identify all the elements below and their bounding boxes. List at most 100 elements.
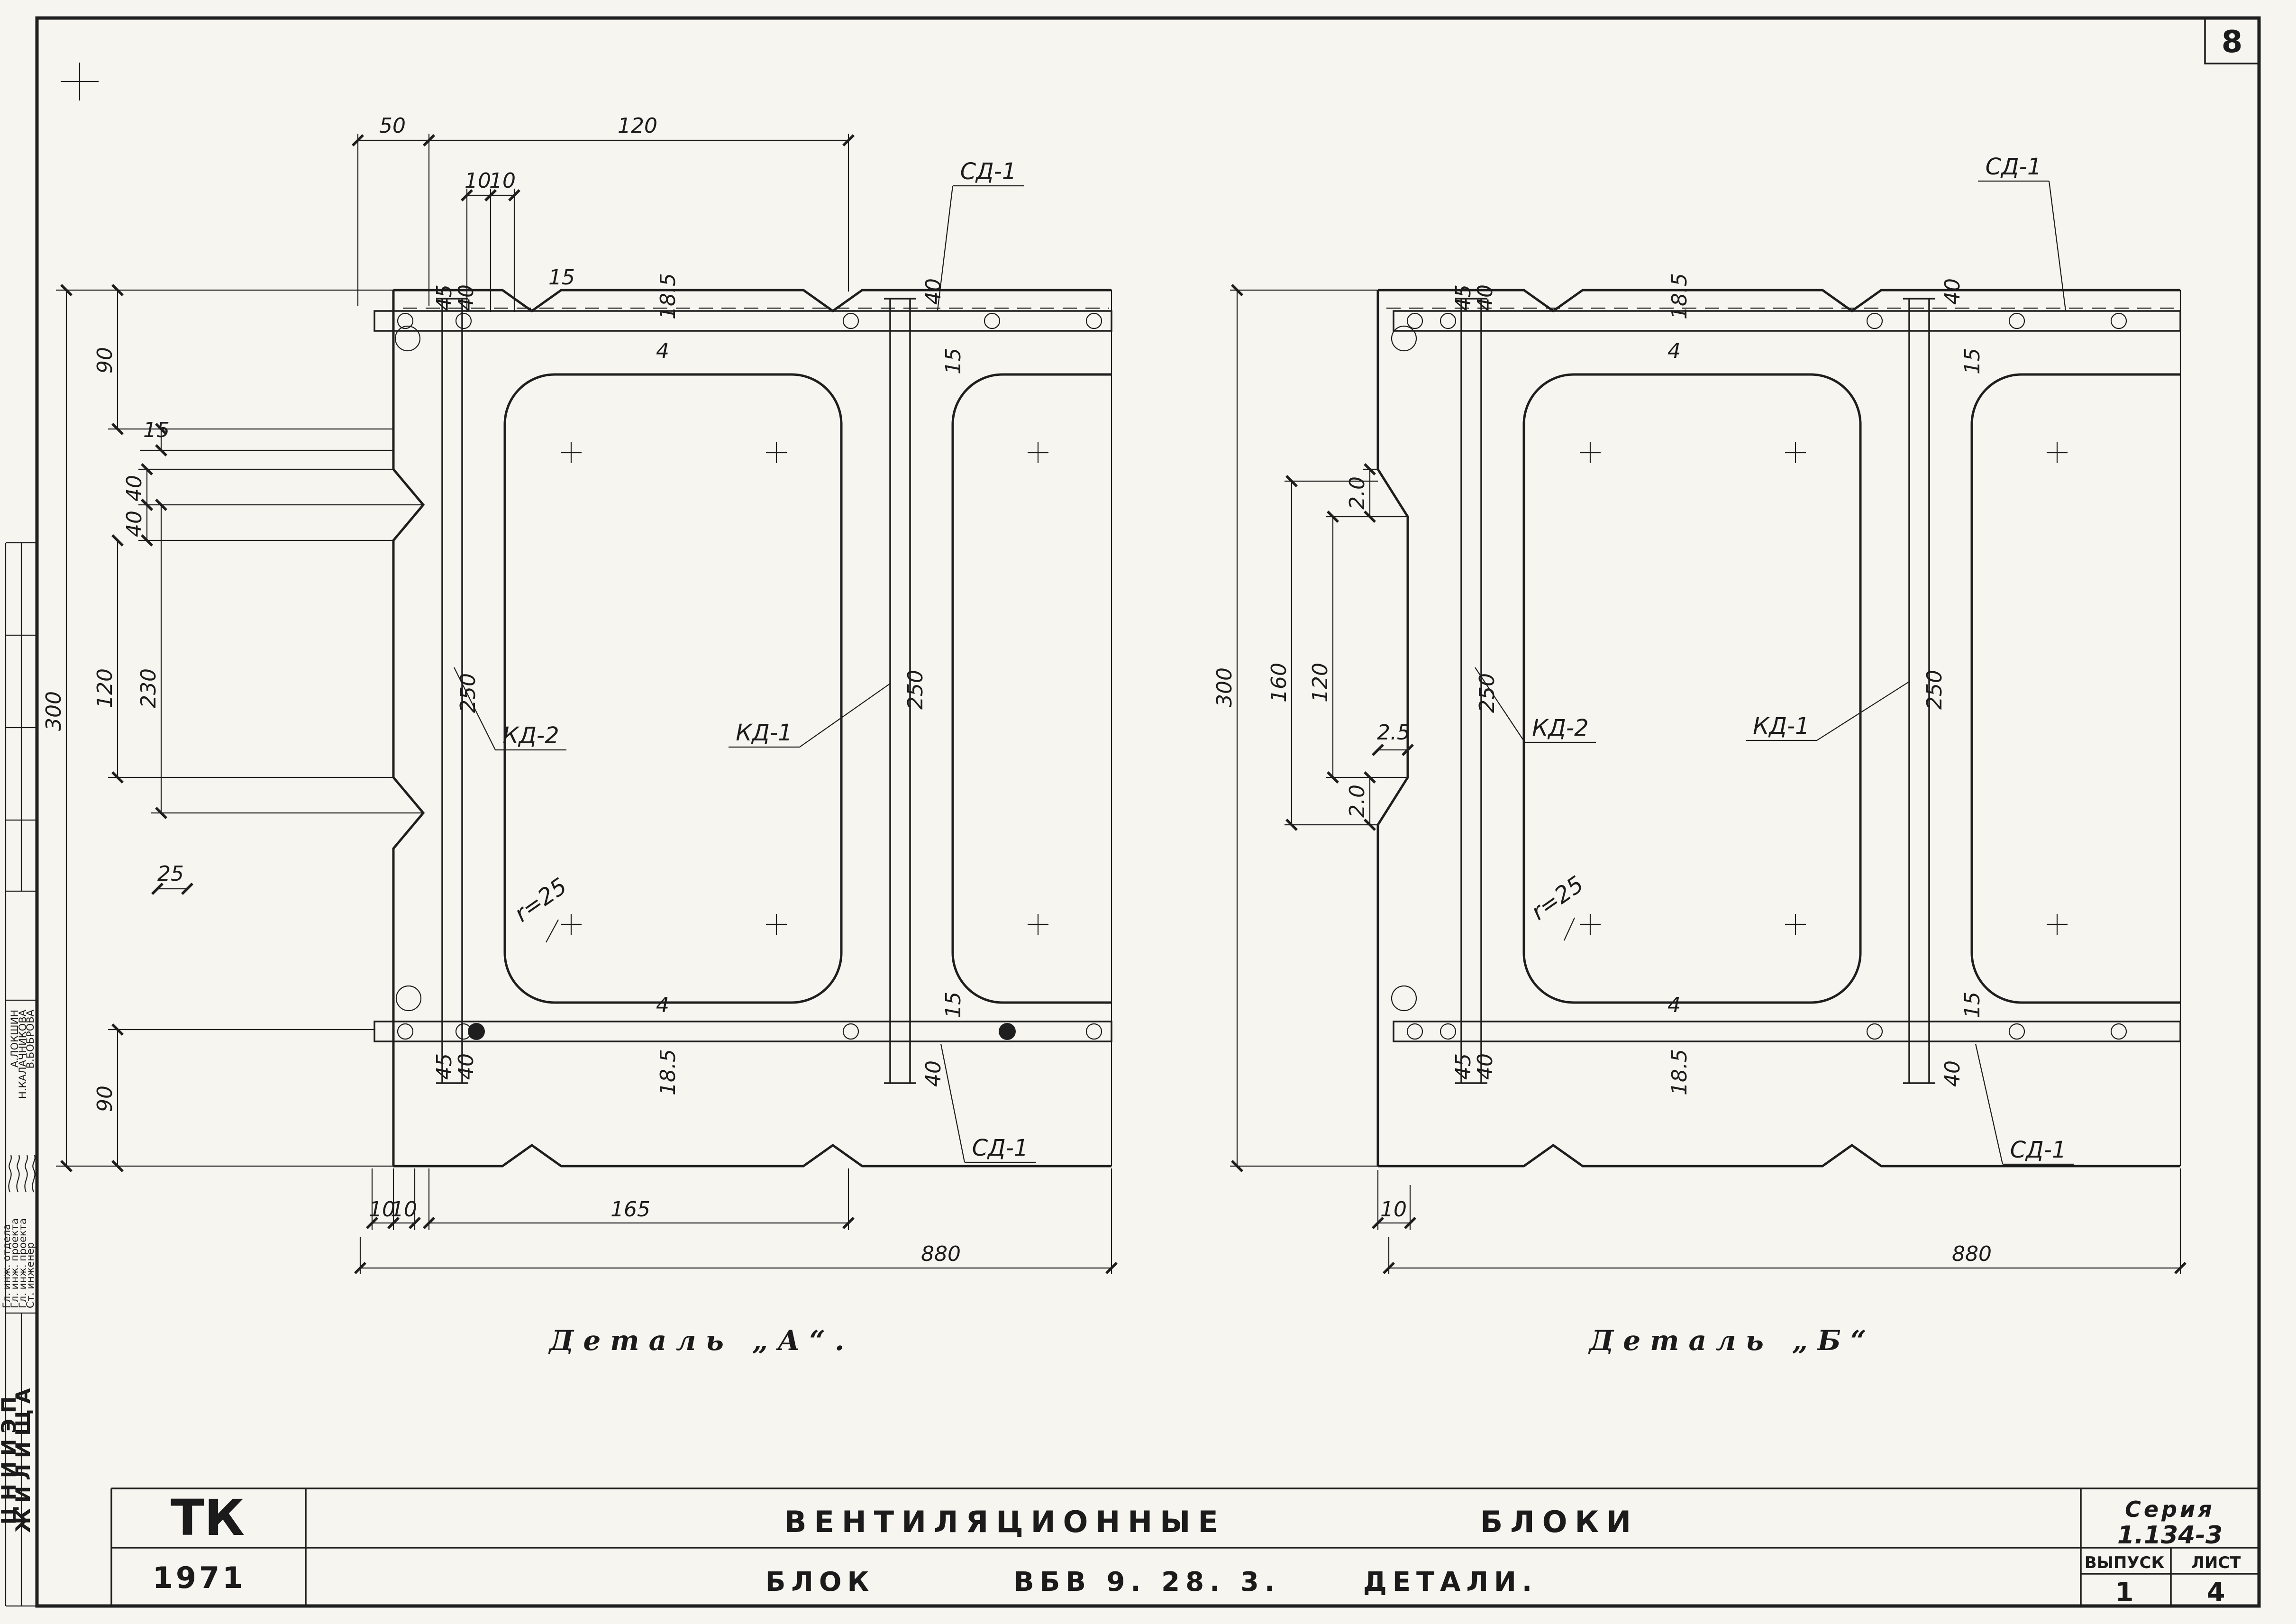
sheet-frame: [35, 16, 2261, 1608]
top-plate-sd1: [1393, 310, 2181, 332]
dimension-lines: [1231, 284, 2187, 1274]
dimension-text: 40: [921, 1060, 946, 1087]
dimension-text: 18.5: [656, 273, 680, 319]
signature-name: А.ЛОКШИН: [9, 1010, 20, 1067]
bar-kd1: [884, 298, 916, 1084]
weld-circle: [2008, 1023, 2025, 1040]
dimension-text: 18.5: [1667, 1049, 1692, 1095]
dimension-text: 10: [369, 1197, 395, 1222]
weld-circle: [1866, 312, 1883, 329]
series-value: 1.134-3: [2117, 1521, 2223, 1550]
drawing-title-word: БЛОКИ: [1480, 1505, 1639, 1539]
part-label: КД-2: [1532, 715, 1588, 741]
dimension-text: 40: [454, 284, 478, 311]
dimension-text: 90: [93, 1086, 117, 1112]
block-left-edge: [392, 290, 425, 1166]
vent-channel-opening: [503, 373, 843, 1004]
block-bottom-edge: [1378, 1143, 2180, 1168]
dimension-text: 10: [1380, 1197, 1407, 1222]
detail-b-caption: Деталь „Б“: [1588, 1324, 1876, 1357]
dimension-text: 15: [941, 992, 966, 1018]
vent-channel-opening: [951, 373, 1112, 1004]
dimension-text: 880: [1952, 1242, 1992, 1266]
dimension-text: 880: [921, 1242, 961, 1266]
bottom-plate-sd1: [374, 1021, 1112, 1042]
vent-channel-opening: [1522, 373, 1862, 1004]
org-code: ТК: [171, 1489, 245, 1547]
anchor-dot: [999, 1023, 1016, 1040]
dimension-text: 15: [1960, 992, 1985, 1018]
dimension-text: 300: [1212, 667, 1237, 707]
bottom-plate-sd1: [1393, 1021, 2181, 1042]
anchor-dot: [468, 1023, 485, 1040]
dimension-text: 10: [391, 1197, 417, 1222]
drawing-subtitle-word: ВБВ 9. 28. 3.: [1014, 1567, 1280, 1597]
block-top-edge: [1378, 289, 2180, 313]
weld-circle: [1085, 1023, 1102, 1040]
signature-role: Ст. инженер: [25, 1242, 36, 1308]
weld-circle: [1085, 312, 1102, 329]
dimension-text: 120: [618, 114, 657, 138]
weld-circle: [842, 312, 859, 329]
dimension-text: 45: [1451, 284, 1476, 311]
dimension-text: 160: [1267, 663, 1291, 703]
dimension-text: 90: [93, 347, 117, 374]
part-label: КД-1: [736, 720, 792, 746]
bar-kd2: [1455, 298, 1487, 1084]
leader-lines: [1475, 180, 2074, 1165]
border-frame: [35, 16, 2261, 1608]
dimension-text: 250: [456, 673, 480, 713]
dimension-text: 45: [432, 284, 456, 311]
dimension-text: 120: [1308, 663, 1332, 703]
page-number: 8: [2222, 25, 2243, 60]
weld-circle: [842, 1023, 859, 1040]
vent-channel-opening: [1970, 373, 2181, 1004]
dimension-text: 250: [903, 670, 928, 710]
bar-kd1: [1903, 298, 1935, 1084]
weld-flag-circle: [1391, 325, 1417, 352]
block-left-edge: [1376, 290, 1409, 1166]
title-block: ТК 1971 ВЕНТИЛЯЦИОННЫЕ БЛОКИ БЛОК ВБВ 9.…: [110, 1487, 2259, 1608]
dimension-text: 120: [93, 668, 117, 708]
detail-a-caption: Деталь „А“.: [548, 1324, 854, 1357]
dimension-text: 2.0: [1345, 785, 1369, 818]
weld-circle: [2008, 312, 2025, 329]
drawing-subtitle-word: БЛОК: [765, 1567, 875, 1597]
weld-circle: [1866, 1023, 1883, 1040]
vent-channel-opening-cropped: [951, 373, 1112, 1004]
series-label: Серия: [2125, 1496, 2215, 1522]
dimension-text: 10: [465, 169, 491, 193]
block-bottom-edge: [393, 1143, 1112, 1168]
bar-kd2: [436, 298, 468, 1084]
dimension-text: 18.5: [1667, 273, 1692, 319]
dimension-text: 4: [1667, 339, 1681, 363]
extension-lines: [56, 134, 1112, 1274]
title-block-grid: [110, 1487, 2259, 1606]
dimension-text: 15: [941, 348, 966, 374]
issue-value: 1: [2115, 1577, 2134, 1608]
weld-circle: [1440, 1023, 1457, 1040]
dimension-text: 25: [157, 862, 184, 886]
signature-role: Гл. инж. отдела: [1, 1224, 12, 1308]
weld-circle: [984, 312, 1001, 329]
institute-name-line1: ЦНИИЭП: [0, 1391, 20, 1524]
dimension-text: 40: [1941, 1060, 1965, 1087]
weld-circle: [2110, 312, 2127, 329]
issue-label: ВЫПУСК: [2085, 1553, 2165, 1572]
signature-role: Гл. инж. проекта: [17, 1218, 28, 1308]
drawing-subtitle-word: ДЕТАЛИ.: [1363, 1567, 1538, 1597]
dimension-text: 18.5: [656, 1049, 680, 1095]
part-label: СД-1: [2010, 1137, 2067, 1163]
dimension-text: 40: [1473, 1053, 1497, 1080]
sheet-value: 4: [2207, 1577, 2225, 1608]
corner-cross-marks: [1580, 442, 2068, 935]
corner-cross-marks: [561, 442, 1048, 935]
year: 1971: [153, 1560, 246, 1595]
